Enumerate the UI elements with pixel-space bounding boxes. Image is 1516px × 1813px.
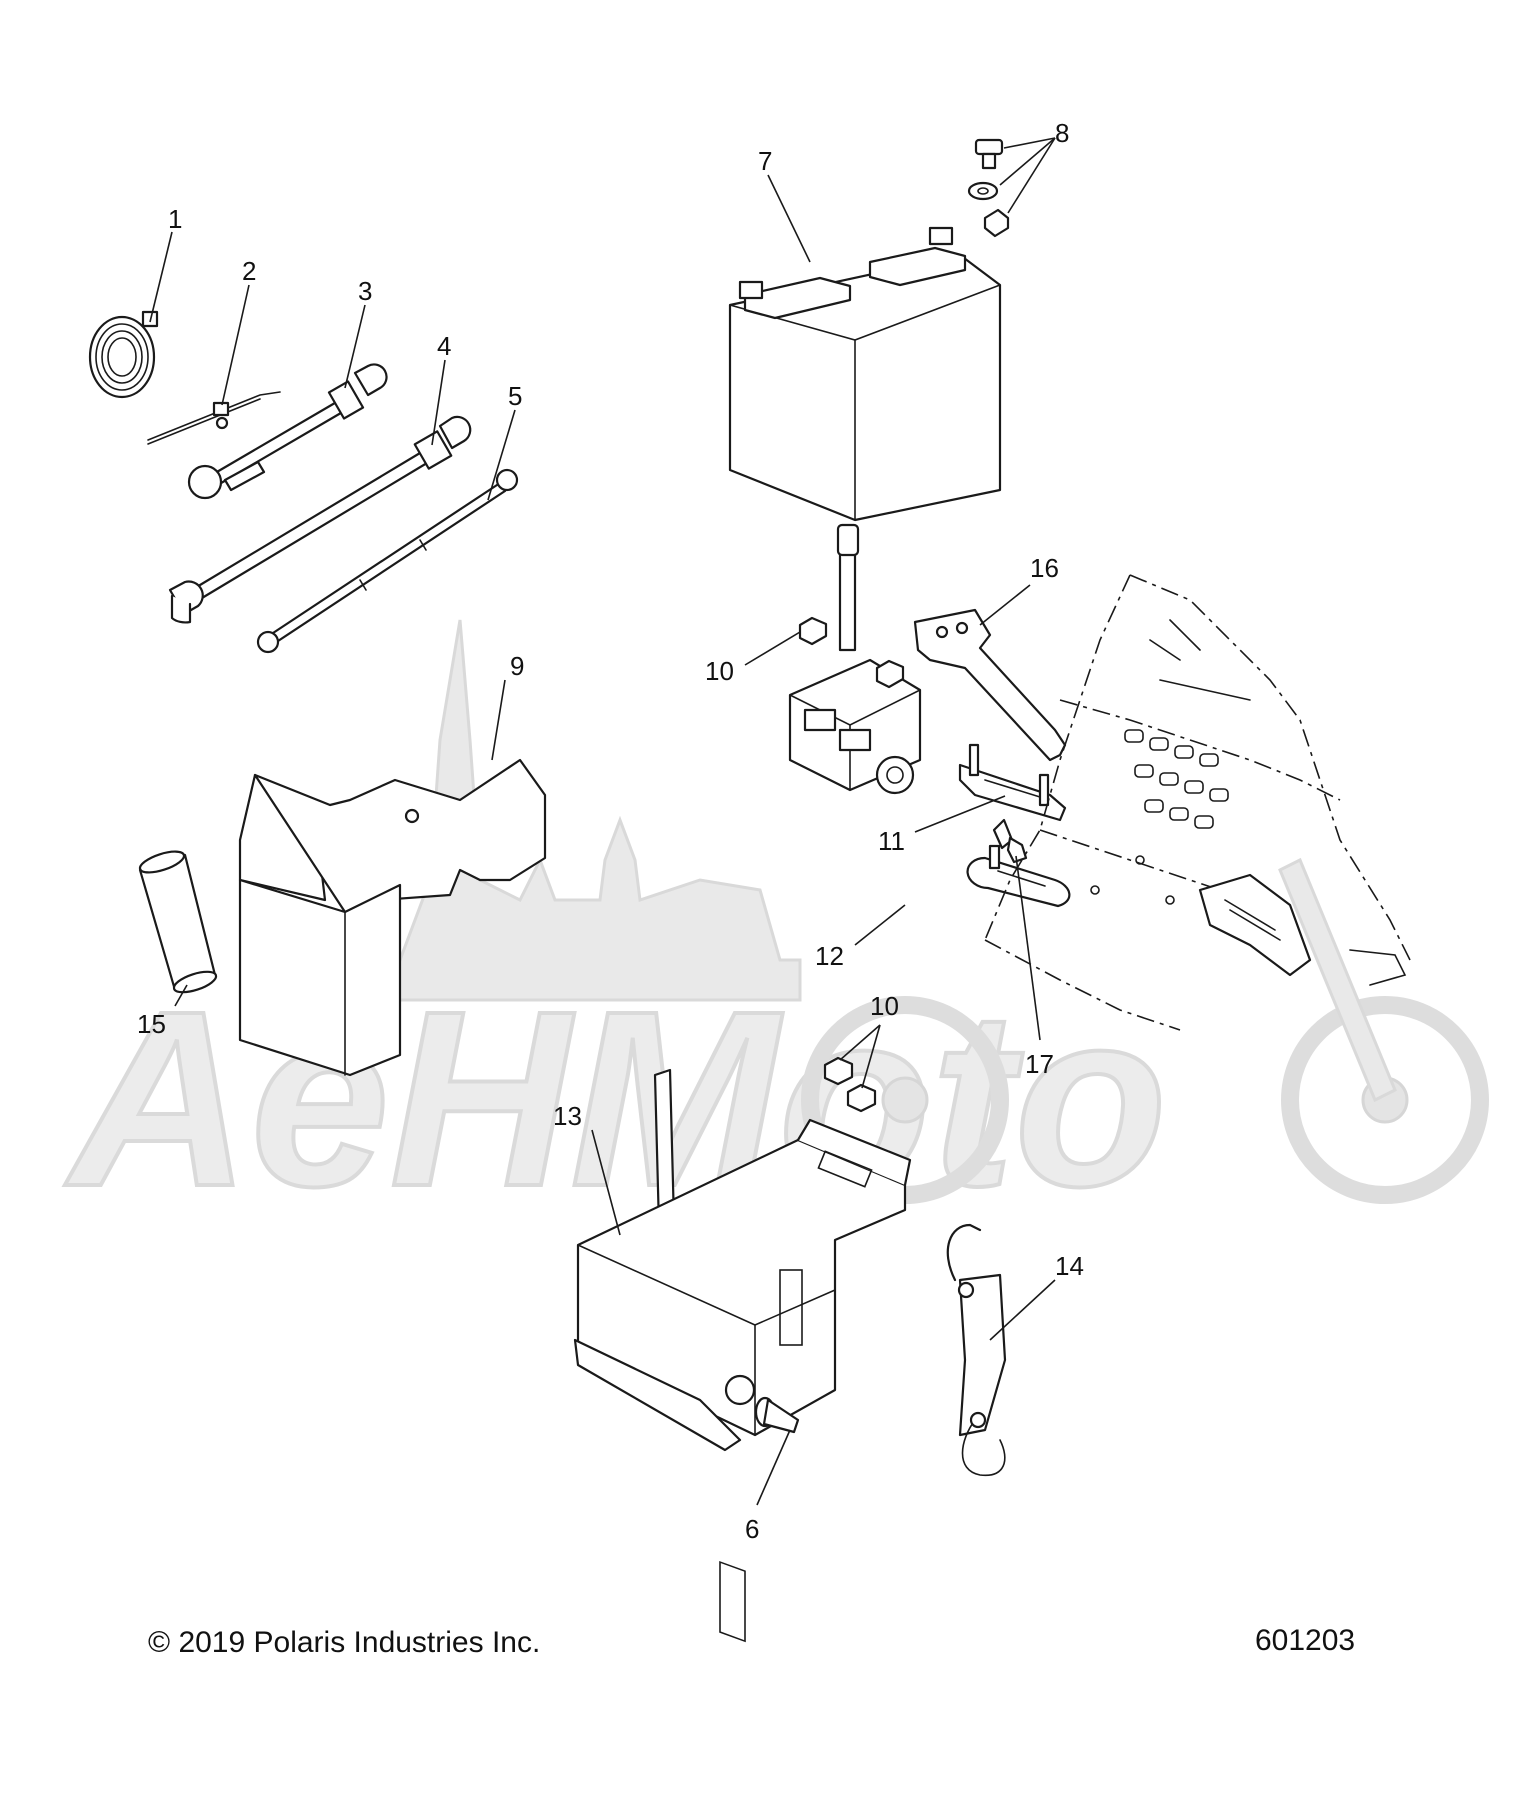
callout-14: 14: [1055, 1251, 1084, 1281]
watermark-fork: [1278, 857, 1397, 1103]
part-10-nut-upper-left: [798, 616, 828, 646]
part-14-strap: [946, 1223, 1007, 1477]
callout-labels: 1 2 3 4 5 7 8 9 10 16 11 12 15 17 10 13 …: [137, 118, 1084, 1544]
part-10-nut-lower-right: [846, 1083, 877, 1113]
part-3-short-cable: [187, 363, 388, 500]
part-8-hardware: [967, 138, 1010, 238]
copyright-text: © 2019 Polaris Industries Inc.: [148, 1626, 540, 1659]
callout-12: 12: [815, 941, 844, 971]
callout-3: 3: [358, 276, 372, 306]
callout-17: 17: [1025, 1049, 1054, 1079]
part-5-ground-strap: [256, 468, 519, 654]
callout-7: 7: [758, 146, 772, 176]
callout-1: 1: [168, 204, 182, 234]
callout-5: 5: [508, 381, 522, 411]
mounting-plate-reference: [984, 574, 1411, 1031]
part-10-nut-lower-left: [823, 1056, 854, 1086]
callout-13: 13: [553, 1101, 582, 1131]
part-9-battery-cover: [238, 758, 547, 1077]
part-relay-assembly: [788, 523, 922, 795]
part-17-fastener: [992, 818, 1028, 864]
part-11-clamp-plate: [958, 743, 1067, 822]
callout-4: 4: [437, 331, 451, 361]
part-15-sleeve: [138, 850, 218, 994]
watermark-wheel-right: [1281, 996, 1489, 1204]
callout-11: 11: [878, 826, 905, 856]
part-13-battery-tray: [573, 1068, 912, 1643]
part-10-nut-upper-right: [875, 659, 905, 689]
callout-15: 15: [137, 1009, 166, 1039]
part-2-cable-tie: [147, 391, 281, 445]
callout-9: 9: [510, 651, 524, 681]
callout-8: 8: [1055, 118, 1069, 148]
callout-16: 16: [1030, 553, 1059, 583]
callout-10-upper: 10: [705, 656, 734, 686]
part-12-grommet: [966, 844, 1071, 908]
callout-2: 2: [242, 256, 256, 286]
figure-number: 601203: [1255, 1624, 1355, 1657]
part-4-long-cable: [168, 415, 472, 624]
part-7-battery: [728, 226, 1002, 522]
part-1-coil: [88, 310, 159, 399]
part-16-bracket: [913, 608, 1067, 762]
callout-10-lower: 10: [870, 991, 899, 1021]
part-6-pin: [754, 1396, 800, 1434]
leader-lines: [149, 137, 1056, 1506]
callout-6: 6: [745, 1514, 759, 1544]
